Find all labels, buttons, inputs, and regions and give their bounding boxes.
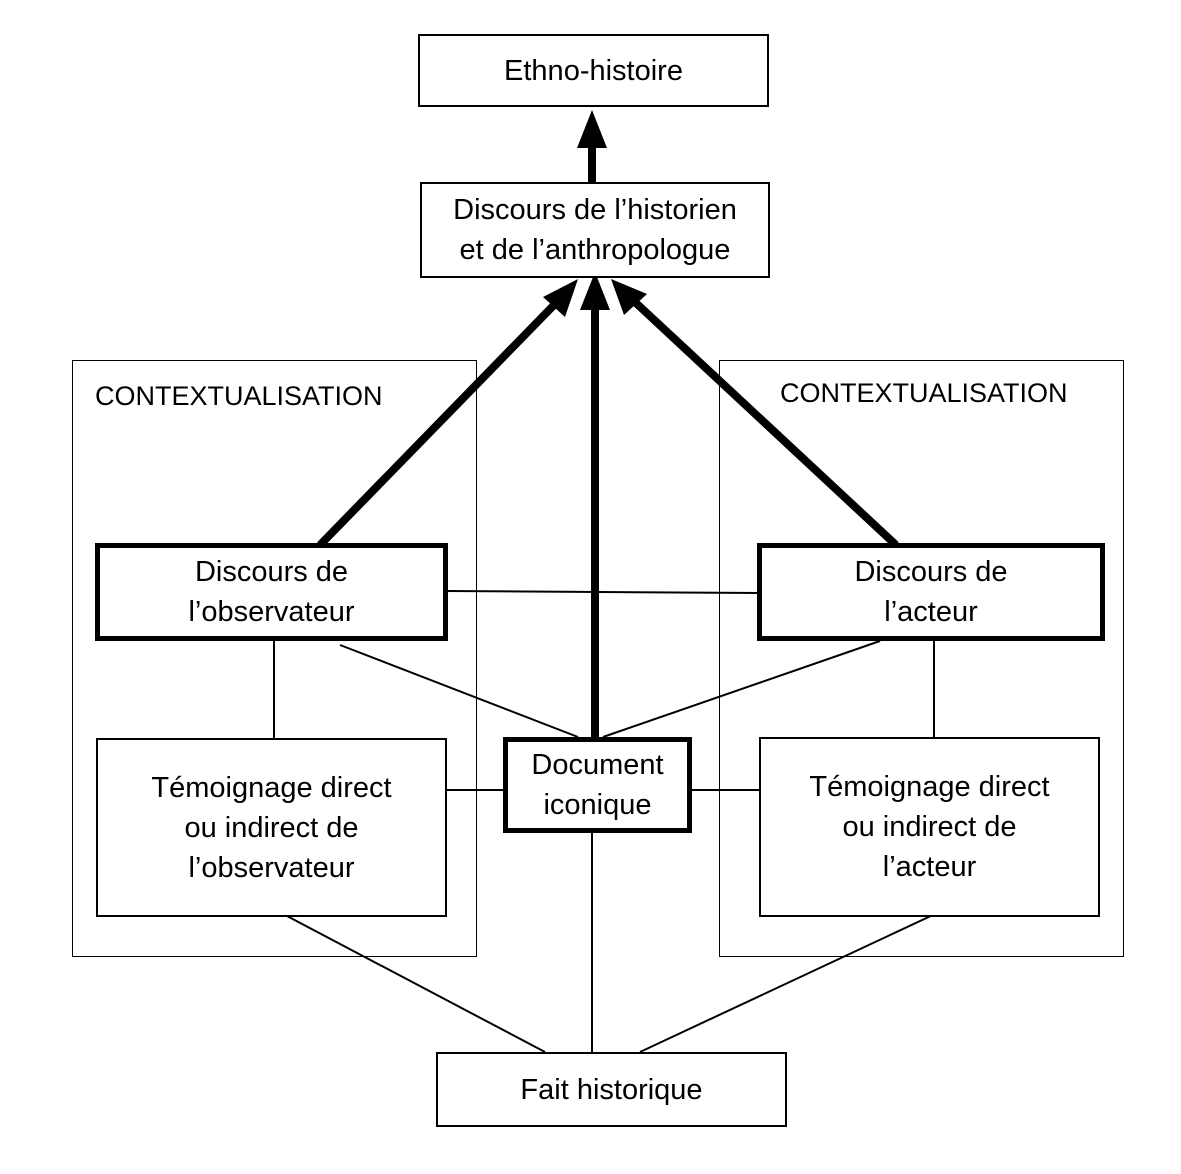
contextualisation-label-left: CONTEXTUALISATION: [95, 381, 383, 411]
connector-discours-acteur-document: [602, 640, 881, 738]
contextualisation-region-right: [719, 360, 1124, 957]
node-temoignage-acteur-line-1: Témoignage direct: [809, 771, 1050, 803]
contextualisation-region-left: [72, 360, 477, 957]
node-fait-historique: Fait historique: [436, 1052, 787, 1127]
node-temoignage-observateur-line-2: ou indirect de: [184, 811, 359, 844]
node-discours-acteur: Discours de l’acteur: [757, 543, 1105, 641]
arrow-shaft-acteur-historien: [633, 300, 899, 548]
arrowhead-historien-left: [543, 279, 578, 317]
connector-temoignage-observateur-fait: [286, 915, 546, 1053]
node-ethno-histoire: Ethno-histoire: [418, 34, 769, 107]
node-temoignage-observateur-line-1: Témoignage direct: [151, 771, 392, 804]
node-temoignage-acteur-line-2: ou indirect de: [842, 811, 1017, 843]
node-temoignage-acteur-line-3: l’acteur: [882, 851, 977, 883]
node-discours-observateur: Discours de l’observateur: [95, 543, 448, 641]
connector-discours-observateur-document: [339, 644, 579, 738]
node-document-iconique-line-1: Document: [531, 749, 664, 781]
connector-discours-observateur-acteur: [446, 590, 761, 594]
node-temoignage-observateur-line-3: l’observateur: [188, 851, 355, 884]
node-discours-acteur-line-1: Discours de: [854, 556, 1008, 588]
node-discours-observateur-line-2: l’observateur: [188, 596, 355, 628]
arrowhead-historien-center: [580, 272, 610, 310]
arrowhead-historien-right: [611, 279, 647, 315]
node-temoignage-observateur: Témoignage direct ou indirect de l’obser…: [96, 738, 447, 917]
node-temoignage-acteur: Témoignage direct ou indirect de l’acteu…: [759, 737, 1100, 917]
node-ethno-histoire-line-1: Ethno-histoire: [504, 54, 683, 87]
node-document-iconique-line-2: iconique: [543, 789, 652, 821]
arrowhead-ethno: [577, 110, 607, 148]
node-fait-historique-line-1: Fait historique: [520, 1073, 703, 1106]
node-document-iconique: Document iconique: [503, 737, 692, 833]
node-discours-observateur-line-1: Discours de: [194, 556, 349, 588]
arrow-shaft-observateur-historien: [317, 302, 557, 548]
connector-temoignage-acteur-fait: [639, 913, 936, 1053]
node-discours-historien-line-2: et de l’anthropologue: [459, 234, 731, 266]
node-discours-historien-line-1: Discours de l’historien: [453, 194, 737, 226]
contextualisation-label-right: CONTEXTUALISATION: [780, 378, 1068, 408]
node-discours-historien: Discours de l’historien et de l’anthropo…: [420, 182, 770, 278]
node-discours-acteur-line-2: l’acteur: [884, 596, 978, 628]
